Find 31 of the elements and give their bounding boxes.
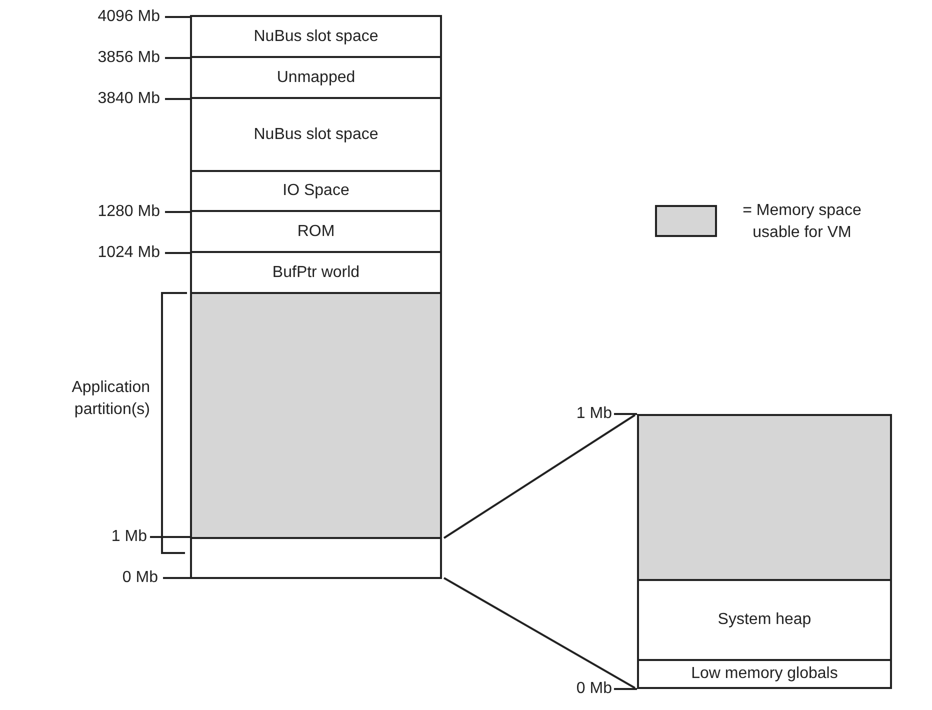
address-label: 3856 Mb <box>98 48 160 68</box>
region-label: System heap <box>718 611 812 629</box>
memory-region <box>190 56 442 99</box>
address-label: 0 Mb <box>122 568 158 588</box>
region-label: NuBus slot space <box>254 28 378 46</box>
region-label: ROM <box>297 222 335 240</box>
memory-region <box>190 210 442 253</box>
region-label: Unmapped <box>276 68 356 86</box>
region-label: IO Space <box>282 182 350 200</box>
memory-region <box>190 170 442 212</box>
address-label: 1024 Mb <box>98 243 160 263</box>
address-label: 1 Mb <box>576 404 612 424</box>
region-label: Low memory globals <box>691 665 838 683</box>
memory-region <box>637 579 892 661</box>
memory-region <box>190 15 442 58</box>
memory-block <box>190 537 442 579</box>
zoom-line <box>443 414 636 539</box>
address-label: 3840 Mb <box>98 89 160 109</box>
address-label: 4096 Mb <box>98 7 160 27</box>
region-label: BufPtr world <box>272 264 360 282</box>
address-label: 0 Mb <box>576 679 612 699</box>
region-label: NuBus slot space <box>254 126 378 144</box>
address-label: 1280 Mb <box>98 202 160 222</box>
address-label: 1 Mb <box>111 527 147 547</box>
zoom-line <box>444 577 636 689</box>
memory-region <box>637 659 892 689</box>
memory-region <box>190 97 442 172</box>
bracket-label: Application partition(s) <box>70 378 150 420</box>
legend-label: = Memory space usable for VM <box>742 201 862 243</box>
shaded-memory-block <box>190 292 442 539</box>
shaded-memory-block <box>637 414 892 581</box>
